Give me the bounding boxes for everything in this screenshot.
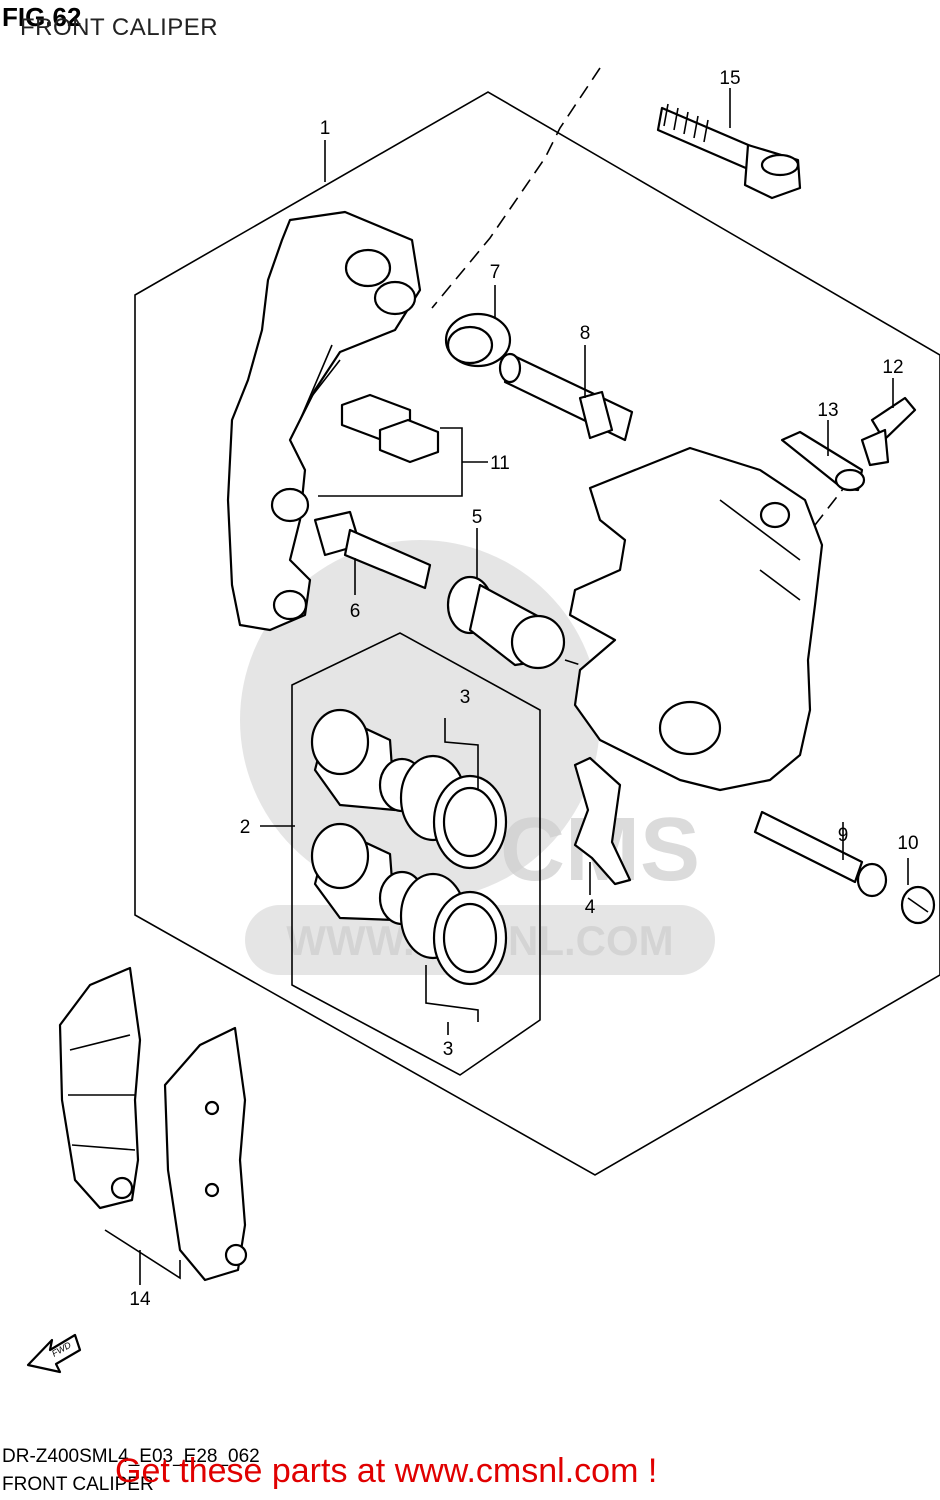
callout-1: 1 [320,118,331,139]
leader-3b [425,965,479,1035]
bleeder-valve-12 [860,396,917,467]
caliper-assembly-outline [134,91,940,1176]
slide-pin-8 [498,352,634,442]
callout-15: 15 [719,68,740,89]
leader-14 [104,1229,181,1285]
callout-12: 12 [882,357,903,378]
pad-retainer-4 [573,756,632,886]
callout-3-top: 3 [460,687,471,708]
alignment-dash-1 [431,67,601,309]
callout-14: 14 [129,1289,151,1310]
bottom-caption: FRONT CALIPER [2,1474,154,1495]
leader-3a [444,718,479,790]
callout-13: 13 [817,400,838,421]
forward-arrow-icon: FWD [26,1333,82,1374]
callout-8: 8 [580,323,591,344]
caliper-body [568,446,824,792]
bleeder-cap-13 [780,430,866,492]
leader-11 [318,427,488,497]
caliper-bracket-1 [226,210,422,632]
pin-bolt-6 [313,510,432,590]
pad-spring-11 [340,393,440,464]
figure-number: FIG.62 [2,2,82,32]
bolt-15 [656,103,802,200]
cta-link[interactable]: Get these parts at www.cmsnl.com ! [115,1452,658,1490]
callout-10: 10 [897,833,918,854]
callout-5: 5 [472,507,483,528]
brake-pad-set-14 [58,966,248,1282]
callout-3-bottom: 3 [443,1039,454,1060]
slide-pin-5 [446,575,566,670]
callout-7: 7 [490,262,501,283]
callout-9: 9 [838,825,849,846]
slide-pin-9 [753,810,888,898]
piston-set-2 [310,708,508,986]
model-code: DR-Z400SML4_E03_E28_062 [2,1446,260,1467]
boot-7 [444,312,512,368]
callout-4: 4 [585,897,596,918]
figure-title: FRONT CALIPER [20,14,219,41]
pin-plug-10 [900,885,936,925]
callout-6: 6 [350,601,361,622]
callout-11: 11 [490,453,510,474]
seal-kit-outline [291,632,541,1076]
callout-2: 2 [240,817,251,838]
